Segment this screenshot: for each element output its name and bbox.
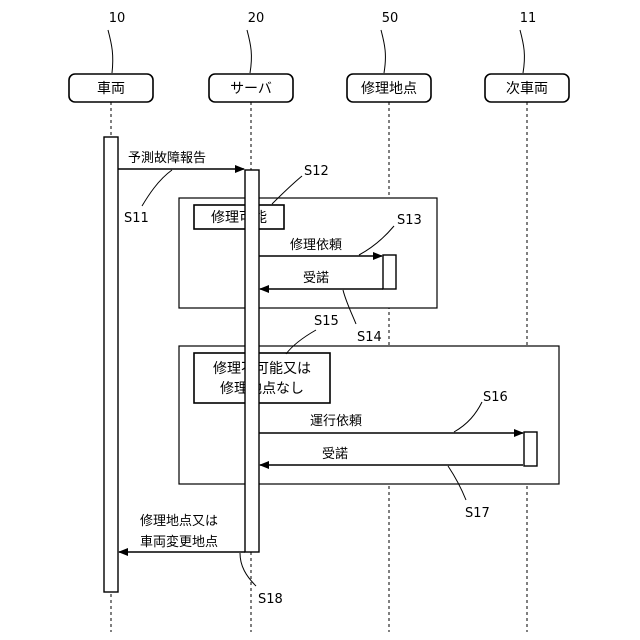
participant-50-leader bbox=[381, 30, 385, 73]
participant-server: サーバ bbox=[209, 74, 293, 102]
message-acceptance-repair-label: 受諾 bbox=[303, 270, 329, 286]
condition-not-repairable-line1: 修理不可能又は bbox=[213, 361, 311, 377]
message-predicted-failure-label: 予測故障報告 bbox=[128, 151, 206, 166]
message-repair-request-label: 修理依頼 bbox=[290, 238, 342, 253]
participant-10-number: 10 bbox=[109, 11, 126, 26]
participant-server-label: サーバ bbox=[230, 81, 272, 97]
activation-repair-point bbox=[383, 255, 396, 289]
participant-vehicle: 車両 bbox=[69, 74, 153, 102]
participant-next-vehicle-label: 次車両 bbox=[506, 80, 548, 97]
step-s12-label: S12 bbox=[304, 164, 329, 179]
participant-11-leader bbox=[520, 30, 524, 73]
step-s13-label: S13 bbox=[397, 213, 422, 228]
message-acceptance-operation-label: 受諾 bbox=[322, 446, 348, 462]
step-s18-leader bbox=[240, 553, 256, 586]
step-s16-label: S16 bbox=[483, 390, 508, 405]
participant-11-number: 11 bbox=[520, 11, 537, 26]
participant-repair-point: 修理地点 bbox=[347, 74, 431, 102]
participant-10-leader bbox=[108, 30, 113, 73]
participant-50-number: 50 bbox=[382, 11, 399, 26]
message-change-point-label-line2: 車両変更地点 bbox=[140, 534, 218, 550]
participant-repair-point-label: 修理地点 bbox=[361, 81, 417, 97]
participant-vehicle-label: 車両 bbox=[97, 80, 125, 97]
step-s15-label: S15 bbox=[314, 314, 339, 329]
step-s11-label: S11 bbox=[124, 211, 149, 226]
message-change-point-label-line1: 修理地点又は bbox=[140, 514, 218, 529]
activation-next-vehicle bbox=[524, 432, 537, 466]
activation-server bbox=[245, 170, 259, 552]
message-operation-request-label: 運行依頼 bbox=[310, 414, 362, 429]
condition-not-repairable-line2: 修理地点なし bbox=[220, 381, 304, 397]
step-s18-label: S18 bbox=[258, 592, 283, 607]
activation-vehicle bbox=[104, 137, 118, 592]
participant-20-number: 20 bbox=[248, 11, 265, 26]
participant-next-vehicle: 次車両 bbox=[485, 74, 569, 102]
step-s17-label: S17 bbox=[465, 506, 490, 521]
step-s11-leader bbox=[142, 170, 172, 206]
step-s14-label: S14 bbox=[357, 330, 382, 345]
participant-20-leader bbox=[247, 30, 251, 73]
